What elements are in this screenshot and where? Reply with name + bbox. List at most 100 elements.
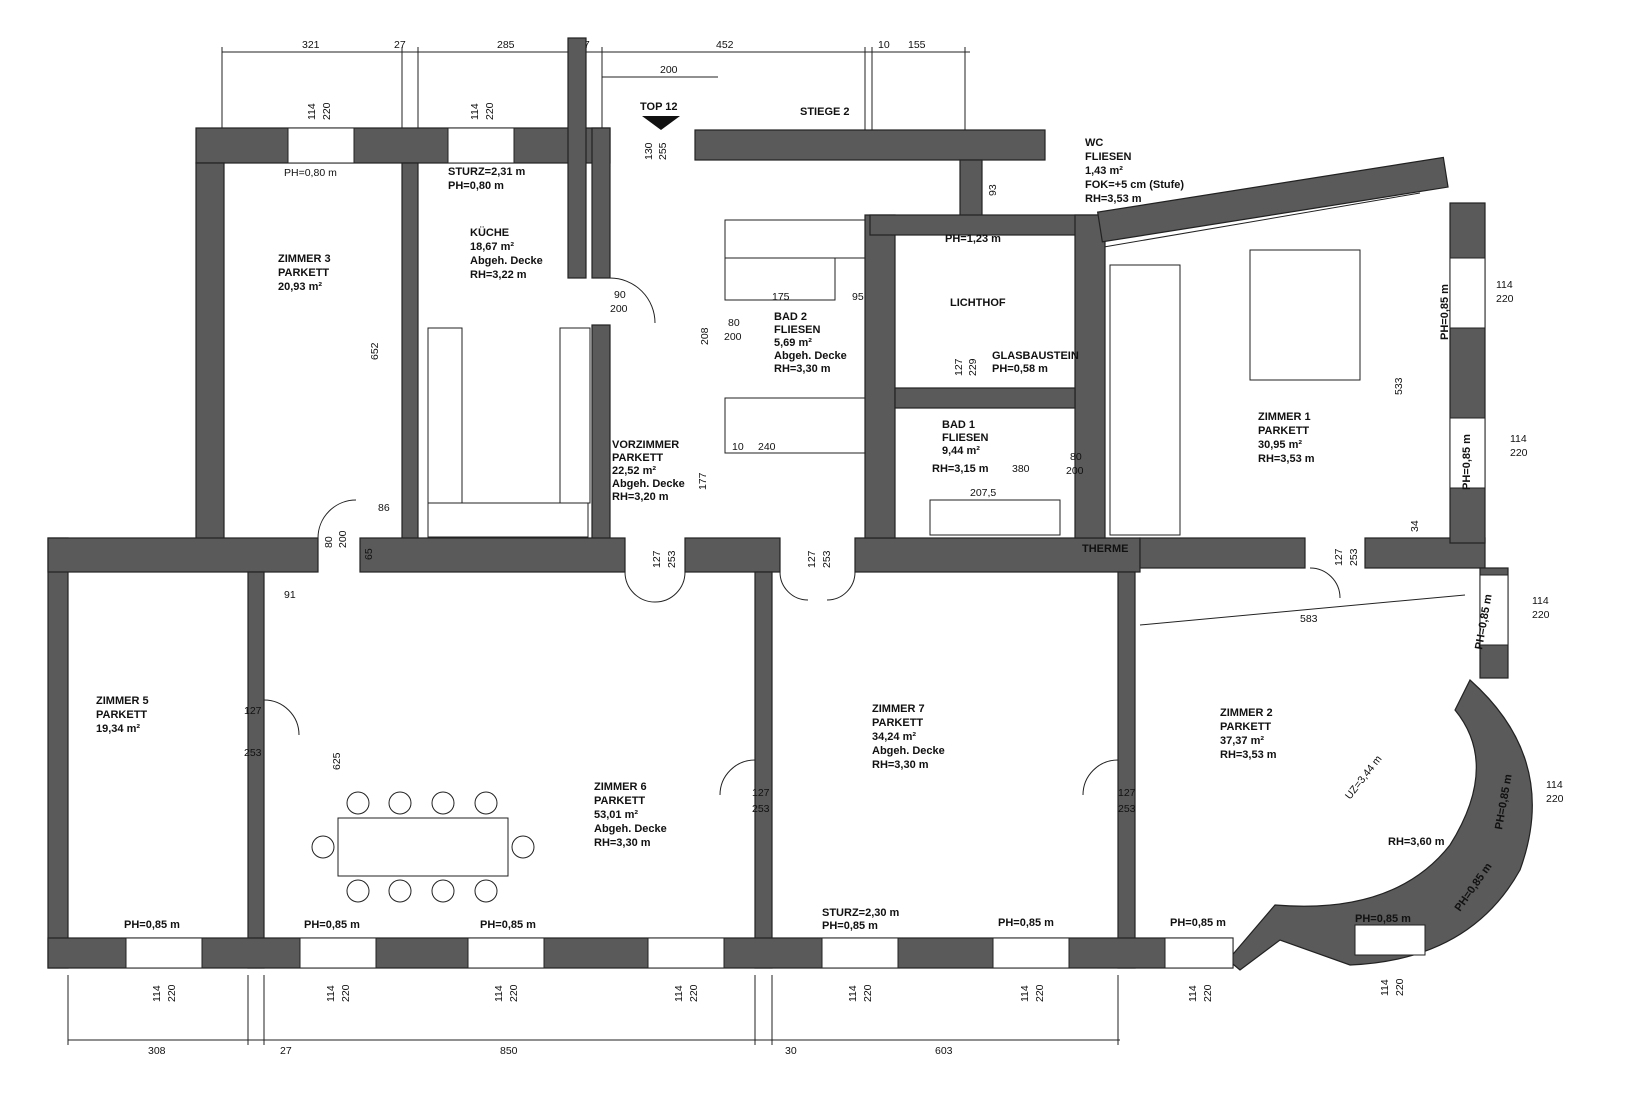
room-z5-floor: PARKETT — [96, 709, 147, 721]
therme-label: THERME — [1082, 543, 1128, 555]
room-z7-ph: PH=0,85 m — [822, 920, 878, 932]
wall-top-mid — [694, 129, 1046, 161]
dim-91: 91 — [284, 589, 296, 601]
wall-bay — [1227, 679, 1533, 971]
room-z3-ph: PH=0,80 m — [284, 167, 337, 179]
room-bad2-area: 5,69 m² — [774, 337, 812, 349]
win-size-r1-h: 220 — [1496, 293, 1514, 305]
door-z1 — [1309, 567, 1341, 599]
room-z2-uz: UZ=3,44 m — [1343, 753, 1385, 802]
room-z2-height-bay: RH=3,60 m — [1388, 836, 1445, 848]
chair — [311, 835, 335, 859]
door-size-1: 127 — [651, 550, 663, 568]
dim-80-c: 80 — [1070, 451, 1082, 463]
dim-80-b: 80 — [323, 536, 335, 548]
room-z7-sturz: STURZ=2,30 m — [822, 907, 900, 919]
room-z1-floor: PARKETT — [1258, 425, 1309, 437]
wall-mid-3 — [684, 537, 781, 573]
dim-bottom-4: 30 — [785, 1045, 797, 1057]
wall-kitchen-right — [591, 127, 611, 279]
chair — [474, 791, 498, 815]
wall-z5-z6 — [247, 571, 265, 969]
dim-533: 533 — [1393, 377, 1405, 395]
room-z2-floor: PARKETT — [1220, 721, 1271, 733]
dim-95: 95 — [852, 291, 864, 303]
room-bad2-name: BAD 2 — [774, 311, 807, 323]
room-lichthof-glas-ph: PH=0,58 m — [992, 363, 1048, 375]
entrance-arrow-icon — [642, 116, 680, 130]
dim-top-1: 321 — [302, 39, 320, 51]
win-size-z3-h: 220 — [321, 102, 333, 120]
room-z6-floor: PARKETT — [594, 795, 645, 807]
wall-z3-kueche — [401, 162, 419, 544]
room-z2-height: RH=3,53 m — [1220, 749, 1277, 761]
room-z7-area: 34,24 m² — [872, 731, 916, 743]
room-wc-name: WC — [1085, 137, 1103, 149]
chair — [511, 835, 535, 859]
window-z2-right — [1479, 574, 1509, 646]
win-size-r4-h: 220 — [1546, 793, 1564, 805]
ph-z2-bay: PH=0,85 m — [1355, 913, 1411, 925]
dim-130: 130 — [643, 142, 655, 160]
dim-86: 86 — [378, 502, 390, 514]
chair — [346, 879, 370, 903]
room-z1-height: RH=3,53 m — [1258, 453, 1315, 465]
window-z5 — [125, 937, 203, 969]
wall-wc-right — [959, 159, 983, 221]
ph-z1-win2: PH=0,85 m — [1461, 434, 1473, 490]
dim-255: 255 — [657, 142, 669, 160]
win-size-b8: 114 — [1379, 979, 1391, 996]
ph-z2-1: PH=0,85 m — [1170, 917, 1226, 929]
win-size-b1-h: 220 — [166, 984, 178, 1002]
win-size-z3: 114 — [306, 103, 318, 120]
dim-bad1-2075: 207,5 — [970, 487, 996, 499]
door-size-3: 127 — [1333, 548, 1345, 566]
room-z6-ceiling: Abgeh. Decke — [594, 823, 667, 835]
door-size-3-h: 253 — [1348, 548, 1360, 566]
chair — [431, 791, 455, 815]
stair-label: STIEGE 2 — [800, 106, 850, 118]
kitchen-counter-right — [559, 327, 591, 504]
wall-top-left — [195, 127, 611, 164]
wall-column-top — [567, 37, 587, 279]
stair-z1 — [1109, 264, 1181, 536]
win-size-b5: 114 — [847, 985, 859, 1002]
dim-65: 65 — [363, 548, 375, 560]
room-wc-fok: FOK=+5 cm (Stufe) — [1085, 179, 1184, 191]
dim-652: 652 — [369, 342, 381, 360]
door-size-2-h: 253 — [821, 550, 833, 568]
room-vorzimmer-name: VORZIMMER — [612, 439, 679, 451]
room-z3-floor: PARKETT — [278, 267, 329, 279]
win-size-b3: 114 — [493, 985, 505, 1002]
room-z1-area: 30,95 m² — [1258, 439, 1302, 451]
door-size-4-h: 253 — [244, 747, 262, 759]
room-bad1-floor: FLIESEN — [942, 432, 989, 444]
door-z7-a — [779, 571, 809, 601]
dim-right-mid: 583 — [1300, 613, 1318, 625]
room-z1-name: ZIMMER 1 — [1258, 411, 1311, 423]
wall-left-upper — [195, 162, 225, 544]
wall-z1-top — [1096, 156, 1449, 243]
dim-200-b: 200 — [724, 331, 742, 343]
window-kueche — [447, 127, 515, 164]
win-size-kueche-h: 220 — [484, 102, 496, 120]
dim-175: 175 — [772, 291, 790, 303]
room-z7-floor: PARKETT — [872, 717, 923, 729]
wall-lichthof-top — [869, 214, 1101, 236]
dim-90: 90 — [614, 289, 626, 301]
dim-bottom-1: 308 — [148, 1045, 166, 1057]
room-z7-name: ZIMMER 7 — [872, 703, 925, 715]
dim-229: 229 — [967, 358, 979, 376]
chair — [431, 879, 455, 903]
dim-200-c: 200 — [337, 530, 349, 548]
windows-bottom — [125, 924, 1426, 969]
door-vorzimmer-z6-a — [624, 571, 656, 603]
room-z2-name: ZIMMER 2 — [1220, 707, 1273, 719]
room-z6-area: 53,01 m² — [594, 809, 638, 821]
dim-240: 240 — [758, 441, 776, 453]
door-size-2: 127 — [806, 550, 818, 568]
stair-flight-2 — [724, 397, 866, 454]
ph-z6-1: PH=0,85 m — [304, 919, 360, 931]
wall-mid-1 — [47, 537, 319, 573]
